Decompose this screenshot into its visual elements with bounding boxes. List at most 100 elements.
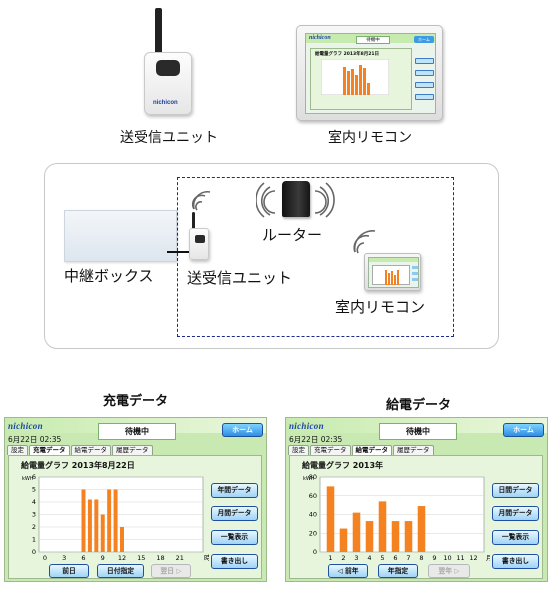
remote-mini-side-btn bbox=[415, 82, 434, 88]
router-icon bbox=[282, 181, 310, 217]
x-tick-label: 18 bbox=[156, 554, 164, 562]
y-tick-label: 0 bbox=[32, 548, 36, 556]
remote-signal-icon bbox=[353, 230, 376, 254]
y-tick-label: 0 bbox=[313, 548, 317, 556]
year-select-button[interactable]: 年指定 bbox=[378, 564, 418, 578]
relay-connection-line bbox=[167, 251, 189, 253]
y-tick-label: 6 bbox=[32, 473, 36, 481]
supply-data-screen: nichicon 6月22日 02:35 待機中 ホーム 設定 充電データ 給電… bbox=[285, 417, 548, 582]
x-tick-label: 1 bbox=[328, 554, 332, 562]
diagram-remote-label: 室内リモコン bbox=[335, 298, 426, 316]
home-button[interactable]: ホーム bbox=[222, 423, 263, 437]
remote-photo: nichicon 待機中 ホーム 給電量グラフ 2013年8月21日 bbox=[296, 25, 443, 121]
x-tick-label: 4 bbox=[367, 554, 371, 562]
remote-photo-screen: nichicon 待機中 ホーム 給電量グラフ 2013年8月21日 bbox=[305, 33, 436, 114]
remote-mini-side-btn bbox=[415, 70, 434, 76]
bar bbox=[81, 489, 86, 552]
x-tick-label: 11 bbox=[456, 554, 464, 562]
transceiver-unit-photo: nichicon bbox=[140, 8, 200, 118]
remote-mini-side-btn bbox=[415, 58, 434, 64]
bar bbox=[365, 521, 374, 552]
bar bbox=[113, 489, 118, 552]
bar bbox=[100, 514, 105, 552]
x-tick-label: 9 bbox=[101, 554, 105, 562]
x-tick-label: 2 bbox=[341, 554, 345, 562]
previous-day-button[interactable]: 前日 bbox=[49, 564, 89, 578]
x-tick-label: 12 bbox=[118, 554, 126, 562]
remote-caption: 室内リモコン bbox=[328, 130, 412, 146]
x-tick-label: 9 bbox=[432, 554, 436, 562]
x-tick-label: 6 bbox=[81, 554, 85, 562]
bar bbox=[352, 512, 361, 552]
tab-settings[interactable]: 設定 bbox=[288, 445, 309, 455]
list-view-button[interactable]: 一覧表示 bbox=[492, 530, 539, 545]
status-display: 待機中 bbox=[98, 423, 176, 440]
next-year-button[interactable]: 翌年 ▷ bbox=[428, 564, 470, 578]
relay-box-image bbox=[64, 210, 177, 262]
tab-history-data[interactable]: 履歴データ bbox=[112, 445, 153, 455]
home-button[interactable]: ホーム bbox=[503, 423, 544, 437]
indoor-network-boundary bbox=[177, 177, 454, 337]
router-label: ルーター bbox=[262, 226, 323, 244]
list-view-button[interactable]: 一覧表示 bbox=[211, 530, 258, 545]
diagram-unit-label: 送受信ユニット bbox=[187, 269, 293, 287]
bar bbox=[339, 528, 348, 552]
remote-mini-chart bbox=[321, 59, 389, 95]
remote-mini-side-btn bbox=[415, 94, 434, 100]
nichicon-logo: nichicon bbox=[289, 421, 324, 431]
bar bbox=[107, 489, 112, 552]
unit-body: nichicon bbox=[144, 52, 192, 115]
daily-bar-chart: 0123456kWh036912151821時 bbox=[22, 473, 209, 562]
diagram-remote-header bbox=[369, 258, 418, 262]
diagram-unit-indicator bbox=[195, 235, 205, 243]
remote-mini-body: 給電量グラフ 2013年8月21日 bbox=[310, 48, 412, 110]
unit-indicator bbox=[156, 60, 180, 76]
bar bbox=[94, 499, 99, 552]
transceiver-unit-caption: 送受信ユニット bbox=[120, 130, 218, 146]
remote-mini-logo: nichicon bbox=[309, 35, 331, 41]
tab-charge-data[interactable]: 充電データ bbox=[310, 445, 351, 455]
datetime: 6月22日 02:35 bbox=[289, 435, 343, 444]
supply-data-title: 給電データ bbox=[386, 398, 452, 413]
export-button[interactable]: 書き出し bbox=[211, 554, 258, 569]
diagram-remote-screen bbox=[368, 257, 419, 288]
antenna bbox=[155, 8, 162, 56]
previous-year-button[interactable]: ◁ 前年 bbox=[328, 564, 368, 578]
yearly-data-button[interactable]: 年間データ bbox=[211, 483, 258, 498]
tab-bar: 設定 充電データ 給電データ 履歴データ bbox=[288, 445, 434, 455]
nichicon-logo: nichicon bbox=[8, 421, 43, 431]
tab-charge-data[interactable]: 充電データ bbox=[29, 445, 70, 455]
unit-brand: nichicon bbox=[153, 100, 178, 106]
tab-supply-data[interactable]: 給電データ bbox=[351, 445, 392, 455]
tab-supply-data[interactable]: 給電データ bbox=[70, 445, 111, 455]
monthly-data-button[interactable]: 月間データ bbox=[492, 506, 539, 521]
y-tick-label: 40 bbox=[309, 511, 317, 519]
y-axis-unit: kWh bbox=[22, 476, 33, 482]
x-tick-label: 12 bbox=[469, 554, 477, 562]
x-axis-unit: 時 bbox=[204, 554, 209, 562]
tab-settings[interactable]: 設定 bbox=[7, 445, 28, 455]
bar bbox=[378, 501, 387, 552]
x-tick-label: 15 bbox=[137, 554, 145, 562]
bar bbox=[417, 506, 426, 552]
export-button[interactable]: 書き出し bbox=[492, 554, 539, 569]
y-tick-label: 2 bbox=[32, 523, 36, 531]
date-select-button[interactable]: 日付指定 bbox=[97, 564, 144, 578]
x-axis-unit: 月 bbox=[486, 554, 490, 562]
next-day-button[interactable]: 翌日 ▷ bbox=[151, 564, 191, 578]
remote-mini-graph-title: 給電量グラフ 2013年8月21日 bbox=[315, 52, 379, 57]
daily-data-button[interactable]: 日間データ bbox=[492, 483, 539, 498]
diagram-remote-chart bbox=[372, 265, 410, 285]
x-tick-label: 10 bbox=[443, 554, 451, 562]
x-tick-label: 21 bbox=[176, 554, 184, 562]
bar bbox=[120, 527, 124, 552]
graph-title: 給電量グラフ 2013年 bbox=[302, 461, 384, 470]
monthly-data-button[interactable]: 月間データ bbox=[211, 506, 258, 521]
x-tick-label: 7 bbox=[406, 554, 410, 562]
tab-history-data[interactable]: 履歴データ bbox=[393, 445, 434, 455]
y-tick-label: 5 bbox=[32, 486, 36, 494]
charge-data-title: 充電データ bbox=[103, 394, 169, 409]
y-tick-label: 3 bbox=[32, 511, 36, 519]
